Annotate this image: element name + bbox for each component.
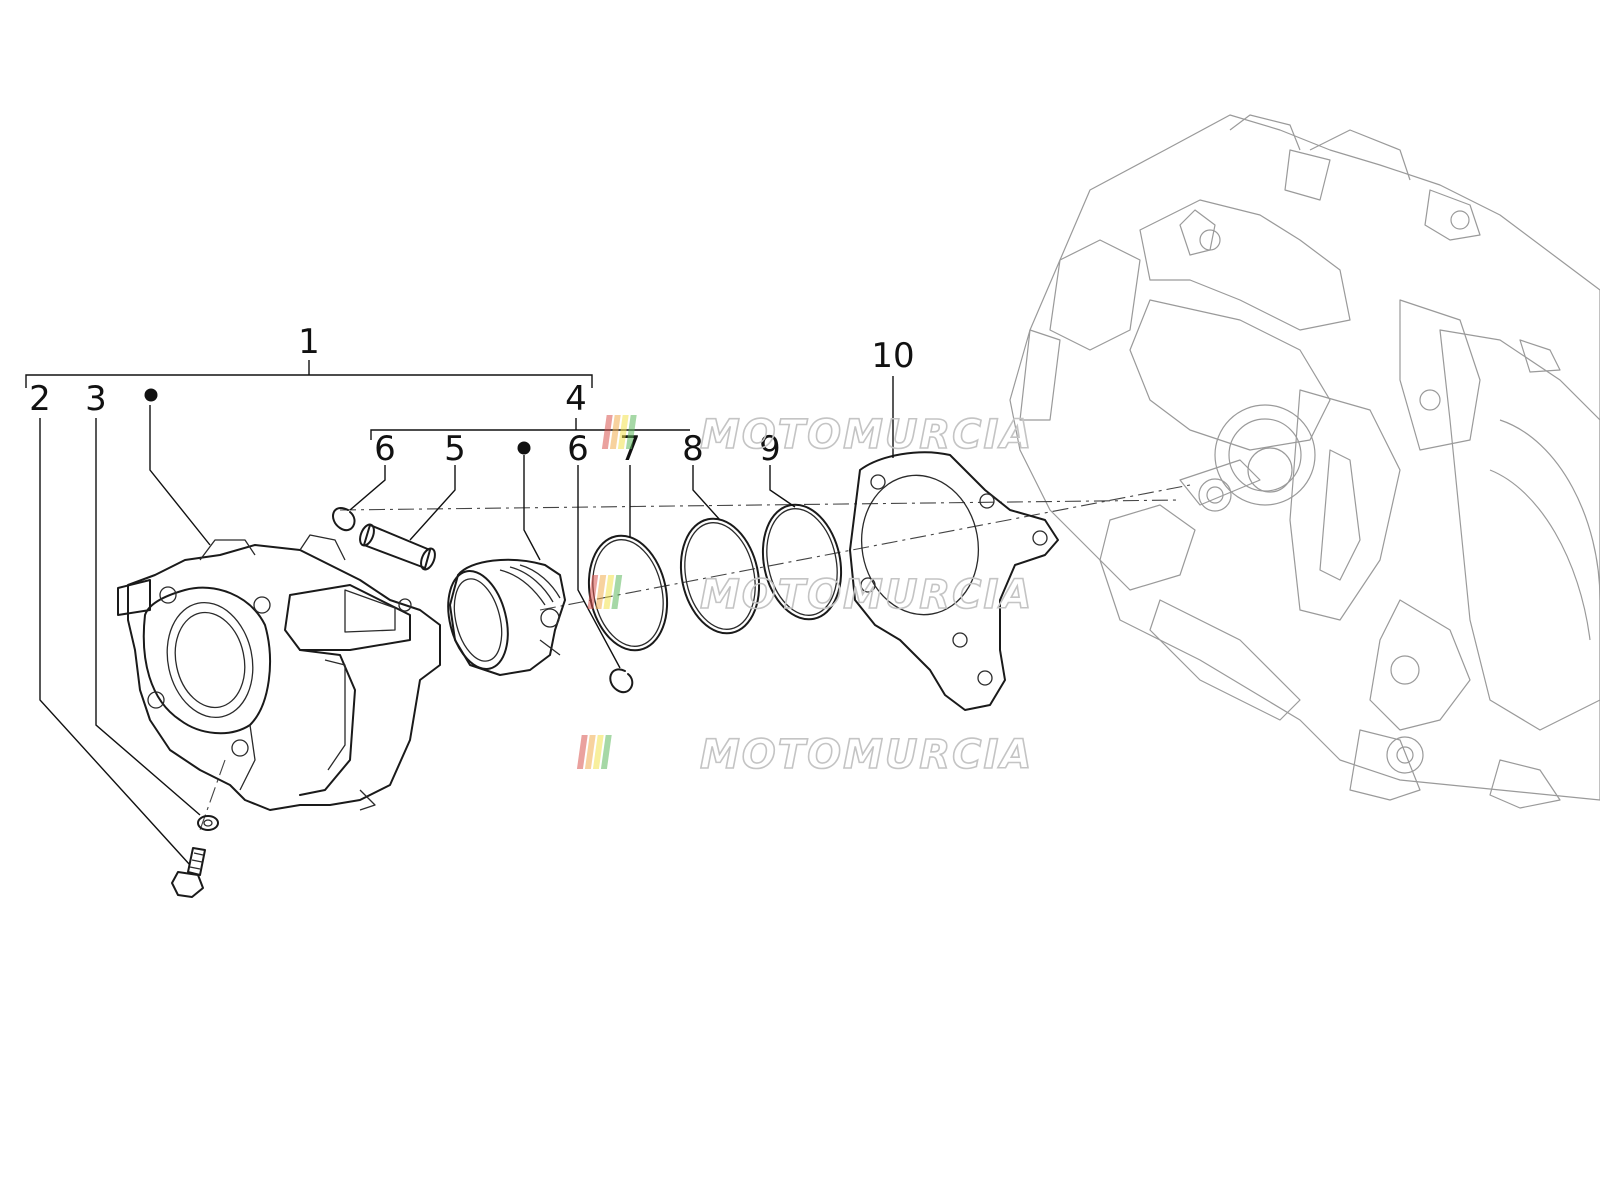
base-gasket-part — [849, 451, 1059, 711]
assembly-axis-lower — [539, 484, 1191, 611]
watermark-stripe-red — [587, 575, 599, 609]
callout-3: 3 — [85, 379, 107, 419]
cylinder-part — [117, 534, 441, 811]
stud-bolt-part — [171, 847, 206, 898]
watermark-stripe-green — [600, 735, 612, 769]
watermark-stripe-orange — [584, 735, 596, 769]
circlip-right — [609, 668, 634, 693]
watermark-stripe-yellow — [592, 735, 604, 769]
piston-pin-part — [359, 523, 436, 571]
watermark-stripe-orange — [609, 415, 621, 449]
watermark-stripe-yellow — [603, 575, 615, 609]
callout-1: 1 — [298, 322, 320, 362]
leader-lines — [25, 360, 894, 866]
bullet-marker-cylinder — [144, 388, 158, 402]
watermark-text: MOTOMURCIA — [700, 732, 1033, 778]
callout-6-right: 6 — [567, 429, 589, 469]
watermark-stripe-red — [576, 735, 588, 769]
watermark-middle: MOTOMURCIA — [587, 571, 1033, 619]
watermark-stripe-yellow — [617, 415, 629, 449]
watermark-stripe-green — [625, 415, 637, 449]
piston-ring-8 — [679, 517, 761, 635]
watermark-text: MOTOMURCIA — [700, 572, 1033, 618]
watermark-top: MOTOMURCIA — [601, 411, 1033, 459]
callout-10: 10 — [871, 336, 914, 376]
bullet-marker-piston — [517, 441, 531, 455]
watermark-stripe-red — [601, 415, 613, 449]
assembly-axis — [339, 499, 1181, 511]
watermark-stripe-orange — [595, 575, 607, 609]
nut-part — [197, 815, 219, 831]
callout-2: 2 — [29, 379, 51, 419]
circlip-left — [332, 507, 356, 531]
callout-6-left: 6 — [374, 429, 396, 469]
piston-part — [447, 558, 566, 676]
bolt-axis — [199, 759, 226, 831]
callout-labels: 1 2 3 4 6 5 6 7 8 9 10 — [29, 322, 914, 469]
watermark-bottom: MOTOMURCIA — [576, 731, 1033, 779]
engine-crankcase — [1009, 114, 1600, 809]
callout-9: 9 — [759, 429, 781, 469]
callout-4: 4 — [565, 379, 587, 419]
watermark-text: MOTOMURCIA — [700, 412, 1033, 458]
piston-ring-9 — [761, 503, 843, 621]
watermark-stripe-green — [611, 575, 623, 609]
callout-5: 5 — [444, 429, 466, 469]
callout-8: 8 — [682, 429, 704, 469]
